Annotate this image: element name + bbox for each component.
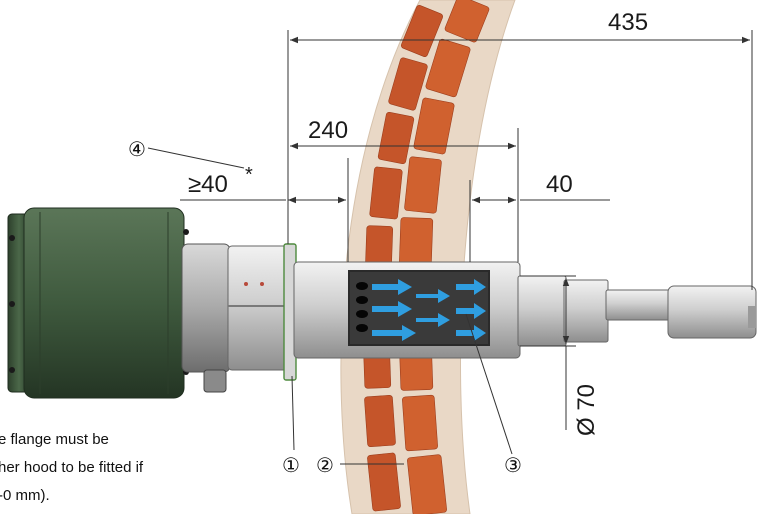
dimension-min-gap: ≥40 <box>188 171 228 198</box>
callout-2: ② <box>316 453 334 477</box>
duct-wall <box>340 0 516 514</box>
callout-3: ③ <box>504 453 522 477</box>
dimension-total-length: 435 <box>608 9 648 36</box>
reflector-head <box>667 285 757 339</box>
dimension-lines <box>180 30 753 430</box>
reflector-body <box>517 275 567 347</box>
dimension-right-gap: 40 <box>546 171 573 198</box>
footnote-line-3: -0 mm). <box>0 487 50 504</box>
sensor-housing <box>23 207 185 399</box>
gas-flow-arrows <box>372 279 486 341</box>
footnote-line-1: e flange must be <box>0 431 109 448</box>
callout-1: ① <box>282 453 300 477</box>
dimension-inner-length: 240 <box>308 117 348 144</box>
mounting-flange <box>181 243 231 373</box>
dimension-min-gap-asterisk: * <box>245 164 253 186</box>
callout-4: ④ <box>128 137 146 161</box>
flange-nut <box>203 369 227 393</box>
dimension-diameter: Ø 70 <box>573 384 600 436</box>
gas-inlet-holes <box>356 282 368 332</box>
probe-assembly <box>7 207 757 399</box>
callout-leaders <box>147 147 513 465</box>
footnote-line-2: her hood to be fitted if <box>0 459 144 476</box>
clamp-block <box>227 245 289 371</box>
reflector-neck <box>605 289 671 321</box>
